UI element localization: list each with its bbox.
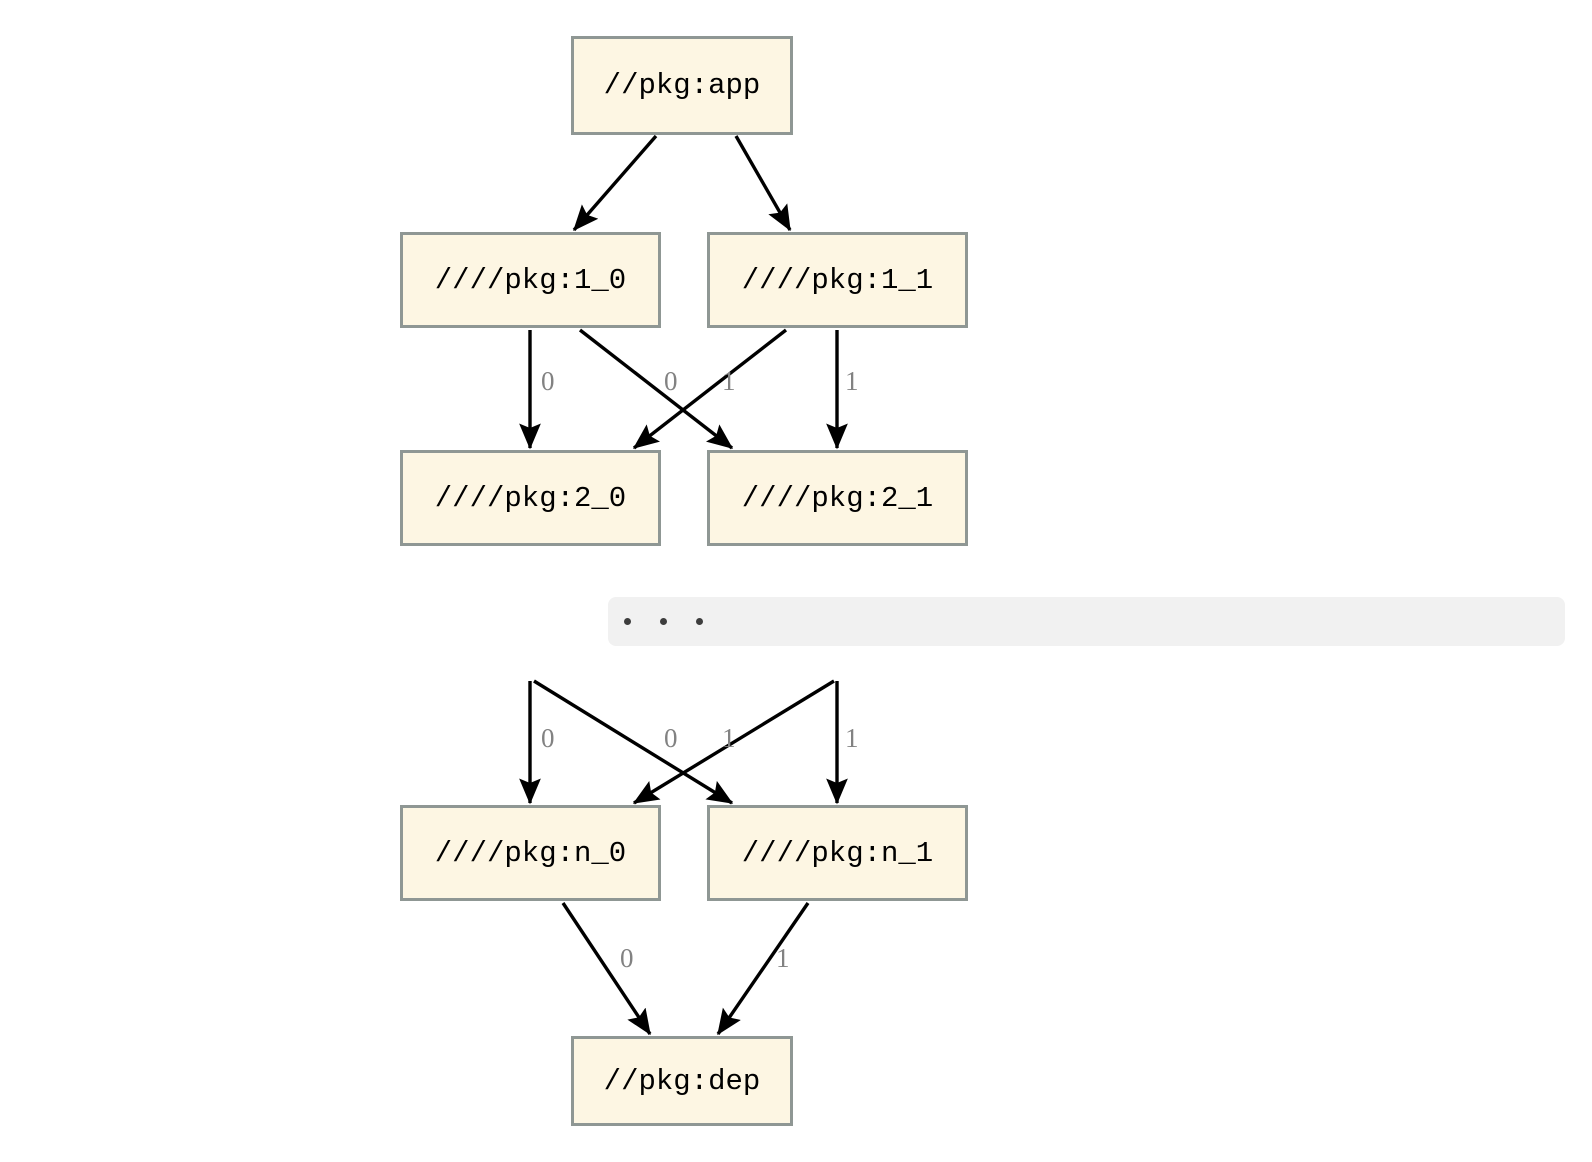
edge-1_1-to-2_0 xyxy=(632,328,788,450)
edge-label-n_0-to-dep: 0 xyxy=(620,943,634,973)
node-pkg-n-1-label: ////pkg:n_1 xyxy=(741,836,934,870)
edge-n-2-to-n_0 xyxy=(632,679,835,805)
node-pkg-1-1[interactable]: ////pkg:1_1 xyxy=(707,232,968,328)
ellipsis-dot-1 xyxy=(624,618,631,625)
node-pkg-1-0[interactable]: ////pkg:1_0 xyxy=(400,232,661,328)
edge-label-n-1-to-n_0: 0 xyxy=(541,723,555,753)
node-pkg-1-1-label: ////pkg:1_1 xyxy=(741,263,934,297)
edge-label-1_0-to-2_1: 0 xyxy=(664,366,678,396)
edge-label-1_1-to-2_0: 1 xyxy=(722,366,736,396)
node-app-label: //pkg:app xyxy=(603,69,761,102)
node-pkg-2-0[interactable]: ////pkg:2_0 xyxy=(400,450,661,546)
node-pkg-1-0-label: ////pkg:1_0 xyxy=(434,263,627,297)
node-dep[interactable]: //pkg:dep xyxy=(571,1036,793,1126)
node-dep-label: //pkg:dep xyxy=(603,1064,761,1098)
node-app[interactable]: //pkg:app xyxy=(571,36,793,135)
edge-label-1_1-to-2_1: 1 xyxy=(845,366,859,396)
node-pkg-2-0-label: ////pkg:2_0 xyxy=(434,481,627,515)
node-pkg-n-0-label: ////pkg:n_0 xyxy=(434,836,627,870)
node-pkg-n-1[interactable]: ////pkg:n_1 xyxy=(707,805,968,901)
edge-label-n_1-to-dep: 1 xyxy=(776,943,790,973)
node-pkg-2-1[interactable]: ////pkg:2_1 xyxy=(707,450,968,546)
edge-n-1-to-n_1 xyxy=(533,679,734,805)
edge-label-n-2-to-n_1: 1 xyxy=(845,723,859,753)
edge-n_1-to-dep xyxy=(716,902,810,1036)
edge-n_0-to-dep xyxy=(561,902,652,1036)
ellipsis-dot-2 xyxy=(660,618,667,625)
edge-1_0-to-2_1 xyxy=(578,328,734,450)
edge-label-n-1-to-n_1: 0 xyxy=(664,723,678,753)
edge-app-to-1_1 xyxy=(734,135,792,232)
ellipsis-separator-band xyxy=(608,597,1565,646)
node-pkg-2-1-label: ////pkg:2_1 xyxy=(741,481,934,515)
edge-app-to-1_0 xyxy=(572,134,658,232)
edge-label-1_0-to-2_0: 0 xyxy=(541,366,555,396)
edge-lines xyxy=(519,134,848,1036)
node-pkg-n-0[interactable]: ////pkg:n_0 xyxy=(400,805,661,901)
ellipsis-dot-3 xyxy=(696,618,703,625)
edge-label-n-2-to-n_0: 1 xyxy=(722,723,736,753)
